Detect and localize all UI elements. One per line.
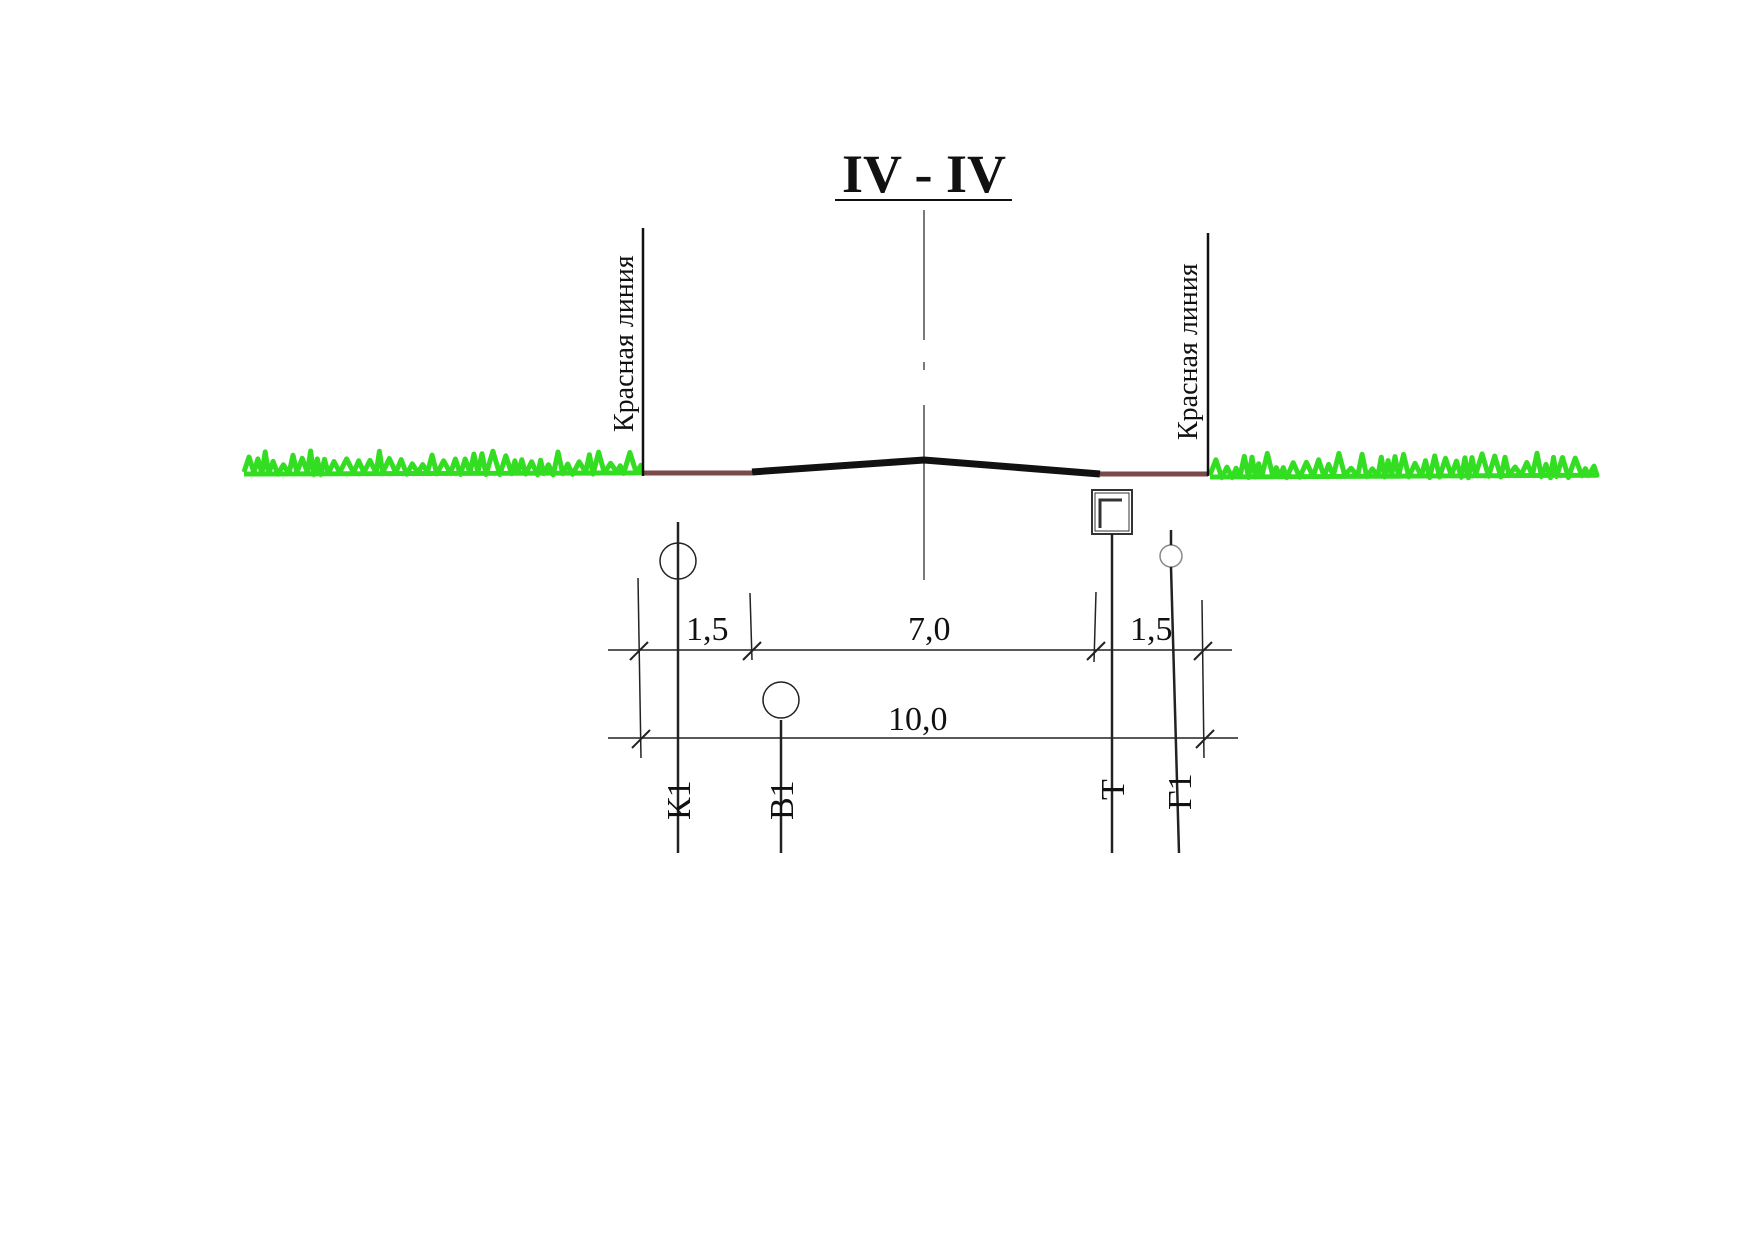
utility-t-symbol	[1091, 489, 1133, 535]
dim-sidewalk-right: 1,5	[1130, 611, 1173, 648]
utility-v1-symbol	[762, 681, 800, 719]
grass-left	[241, 448, 644, 478]
red-line-label-right: Красная линия	[1173, 263, 1204, 440]
carriageway	[751, 456, 1101, 478]
grass-right	[1207, 450, 1600, 481]
utility-label-g1: Г1	[1162, 773, 1199, 810]
utility-lines	[676, 522, 1181, 854]
dim-total: 10,0	[888, 701, 948, 738]
dim-carriageway: 7,0	[908, 611, 951, 648]
utility-label-k1: К1	[661, 780, 698, 820]
utility-label-t: Т	[1095, 779, 1132, 800]
utility-label-v1: В1	[764, 780, 801, 820]
red-line-label-left: Красная линия	[609, 255, 640, 432]
dim-sidewalk-left: 1,5	[686, 611, 729, 648]
dimension-lines	[608, 577, 1238, 759]
section-title: IV - IV	[842, 144, 1006, 204]
utility-g1-symbol	[1159, 544, 1183, 568]
